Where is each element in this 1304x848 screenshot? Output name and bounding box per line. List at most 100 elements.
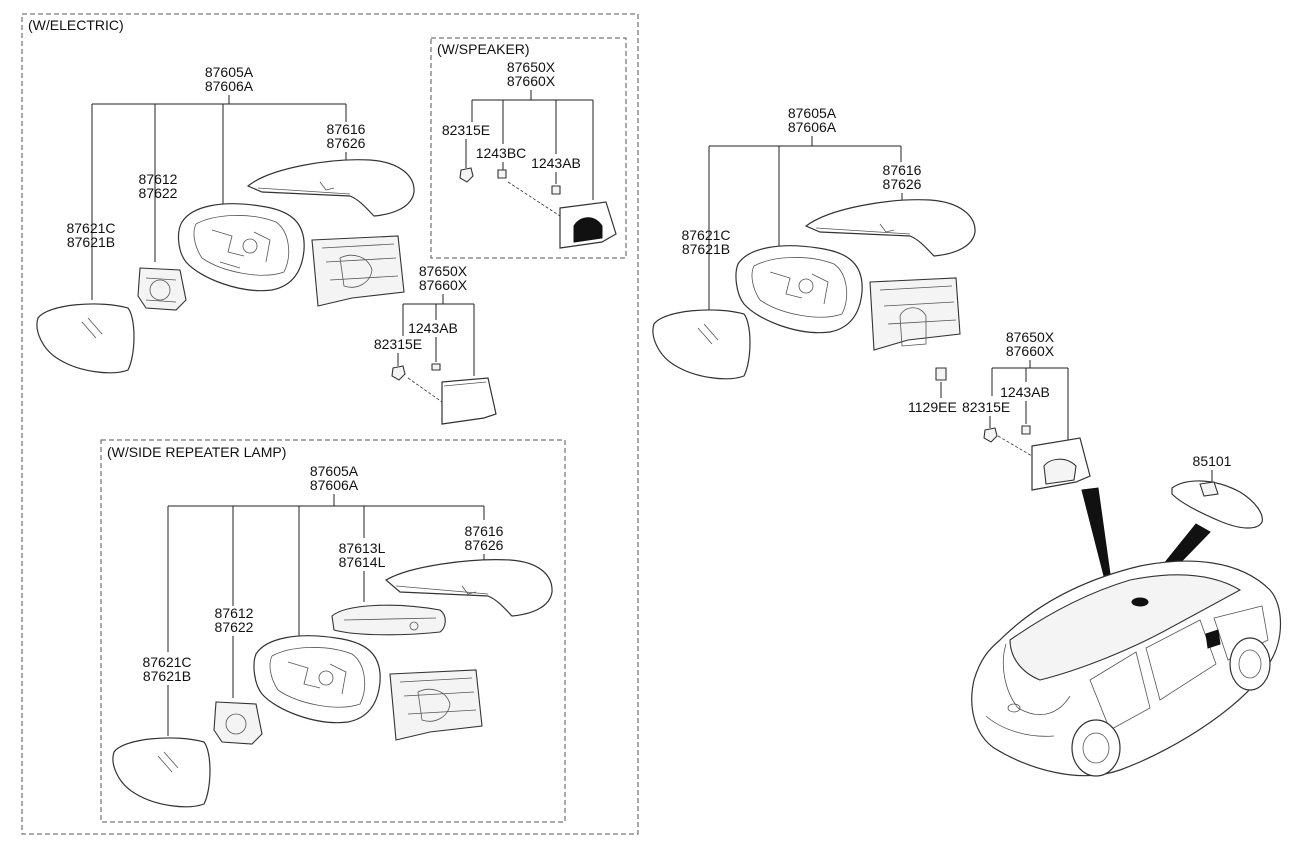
car-rear-glass xyxy=(1002,643,1071,716)
repeater-mirror-housing xyxy=(253,635,381,724)
housing-mechanism xyxy=(211,229,271,269)
actuator-motor xyxy=(225,713,247,735)
electric-glass-label-b: 87621B xyxy=(67,234,115,250)
repeater-assy-label-b: 87606A xyxy=(310,477,359,493)
repeater-lamp xyxy=(331,604,446,636)
cover-edge xyxy=(815,227,911,235)
speaker-group: 87650X 87660X 82315E 1243BC 1243AB xyxy=(442,59,617,249)
inside-mirror xyxy=(1171,480,1263,529)
manual-group: 87605A 87606A 87616 87626 87621C 87621B … xyxy=(652,105,1091,491)
speaker-cap-label-b: 87660X xyxy=(507,73,556,89)
manual-cover-label-b: 87626 xyxy=(883,176,922,192)
base-ribs xyxy=(879,285,957,325)
speaker-clip xyxy=(459,167,474,183)
repeater-mirror-base xyxy=(389,669,483,741)
manual-glass-label-a: 87621C xyxy=(681,227,730,243)
speaker-screw-bc xyxy=(497,169,507,179)
screw-fastener xyxy=(431,363,441,371)
repeater-mirror-glass xyxy=(112,737,211,808)
cover-edge xyxy=(257,187,351,195)
speaker-section-box xyxy=(430,37,627,259)
car-rear-hub xyxy=(1082,732,1110,764)
car-illustration xyxy=(971,560,1282,777)
inside-mirror-label: 85101 xyxy=(1193,453,1232,469)
repeater-mirror-cover xyxy=(384,559,553,617)
lamp-lens xyxy=(343,617,437,621)
car-side-mirror xyxy=(1205,629,1221,649)
manual-mirror-glass xyxy=(652,309,751,380)
manual-mirror-housing xyxy=(735,245,863,334)
housing-inner xyxy=(269,647,366,708)
electric-assy-label-a: 87605A xyxy=(205,64,254,80)
base-mechanism xyxy=(339,254,373,288)
electric-actuator-label-b: 87622 xyxy=(139,185,178,201)
mirror-actuator xyxy=(137,267,187,311)
manual-bolt xyxy=(935,367,947,381)
car-bumper xyxy=(985,715,1055,737)
glass-glare xyxy=(81,317,103,339)
assembly-line xyxy=(407,377,443,403)
glass-glare xyxy=(697,323,719,345)
car-rear-door xyxy=(1089,651,1151,731)
housing-inner xyxy=(751,257,848,318)
electric-assy-label-b: 87606A xyxy=(205,78,254,94)
manual-cap-label-b: 87660X xyxy=(1006,343,1055,359)
housing-pivot xyxy=(318,670,334,686)
car-roof xyxy=(1009,574,1242,681)
electric-screw-label: 1243AB xyxy=(408,320,458,336)
base-ribs xyxy=(321,243,399,281)
manual-assy-label-b: 87606A xyxy=(788,119,837,135)
housing-inner xyxy=(193,215,290,276)
manual-cover-label-a: 87616 xyxy=(883,162,922,178)
assembly-line xyxy=(997,435,1033,457)
manual-clip xyxy=(983,427,998,443)
car-emblem xyxy=(1007,703,1021,713)
manual-glass-label-b: 87621B xyxy=(682,241,730,257)
speaker-screw-ab-label: 1243AB xyxy=(531,155,581,171)
housing-mechanism xyxy=(287,661,347,695)
lamp-bulb xyxy=(409,621,419,631)
repeater-group: 87605A 87606A 87616 87626 87613L 87614L … xyxy=(112,463,553,808)
electric-cover-label-b: 87626 xyxy=(327,135,366,151)
mirror-cover xyxy=(246,159,415,217)
actuator-motor xyxy=(149,279,171,301)
repeater-assy-label-a: 87605A xyxy=(310,463,359,479)
repeater-section-title: (W/SIDE REPEATER LAMP) xyxy=(107,444,286,460)
assembly-line xyxy=(507,181,561,217)
repeater-lamp-label-a: 87613L xyxy=(339,540,386,556)
actuator-detail xyxy=(145,277,177,303)
electric-actuator-label-a: 87612 xyxy=(139,171,178,187)
housing-mechanism xyxy=(769,271,829,305)
repeater-actuator-label-b: 87622 xyxy=(215,619,254,635)
base-mechanism xyxy=(417,688,451,722)
manual-screw xyxy=(1021,425,1031,435)
electric-group: 87605A 87606A 87616 87626 87612 87622 87… xyxy=(36,64,497,425)
electric-clip-label: 82315E xyxy=(374,336,422,352)
car-front-wheel xyxy=(1229,637,1271,691)
speaker-cap-label-a: 87650X xyxy=(507,59,556,75)
electric-cap-label-a: 87650X xyxy=(419,263,468,279)
car-inside-mirror-location xyxy=(1131,597,1149,607)
speaker-screw-bc-label: 1243BC xyxy=(476,145,527,161)
manual-clip-label: 82315E xyxy=(962,399,1010,415)
housing-pivot xyxy=(242,238,258,254)
speaker-grille xyxy=(573,217,603,243)
repeater-lamp-label-b: 87614L xyxy=(339,554,386,570)
manual-cap-recess xyxy=(1043,458,1077,485)
car-rear-wheel xyxy=(1071,719,1121,777)
repeater-section-box xyxy=(100,439,566,823)
manual-assy-label-a: 87605A xyxy=(788,105,837,121)
repeater-cover-label-b: 87626 xyxy=(465,537,504,553)
car-front-hub xyxy=(1238,649,1262,679)
manual-cap-label-a: 87650X xyxy=(1006,329,1055,345)
housing-pivot xyxy=(798,278,814,294)
electric-section-title: (W/ELECTRIC) xyxy=(28,17,124,33)
cap-detail xyxy=(443,381,487,387)
repeater-cover-label-a: 87616 xyxy=(465,523,504,539)
mirror-base xyxy=(311,235,405,307)
cover-tab xyxy=(461,585,477,595)
base-ribs xyxy=(399,677,477,715)
electric-cover-label-a: 87616 xyxy=(327,121,366,137)
speaker-screw-ab xyxy=(551,185,561,195)
